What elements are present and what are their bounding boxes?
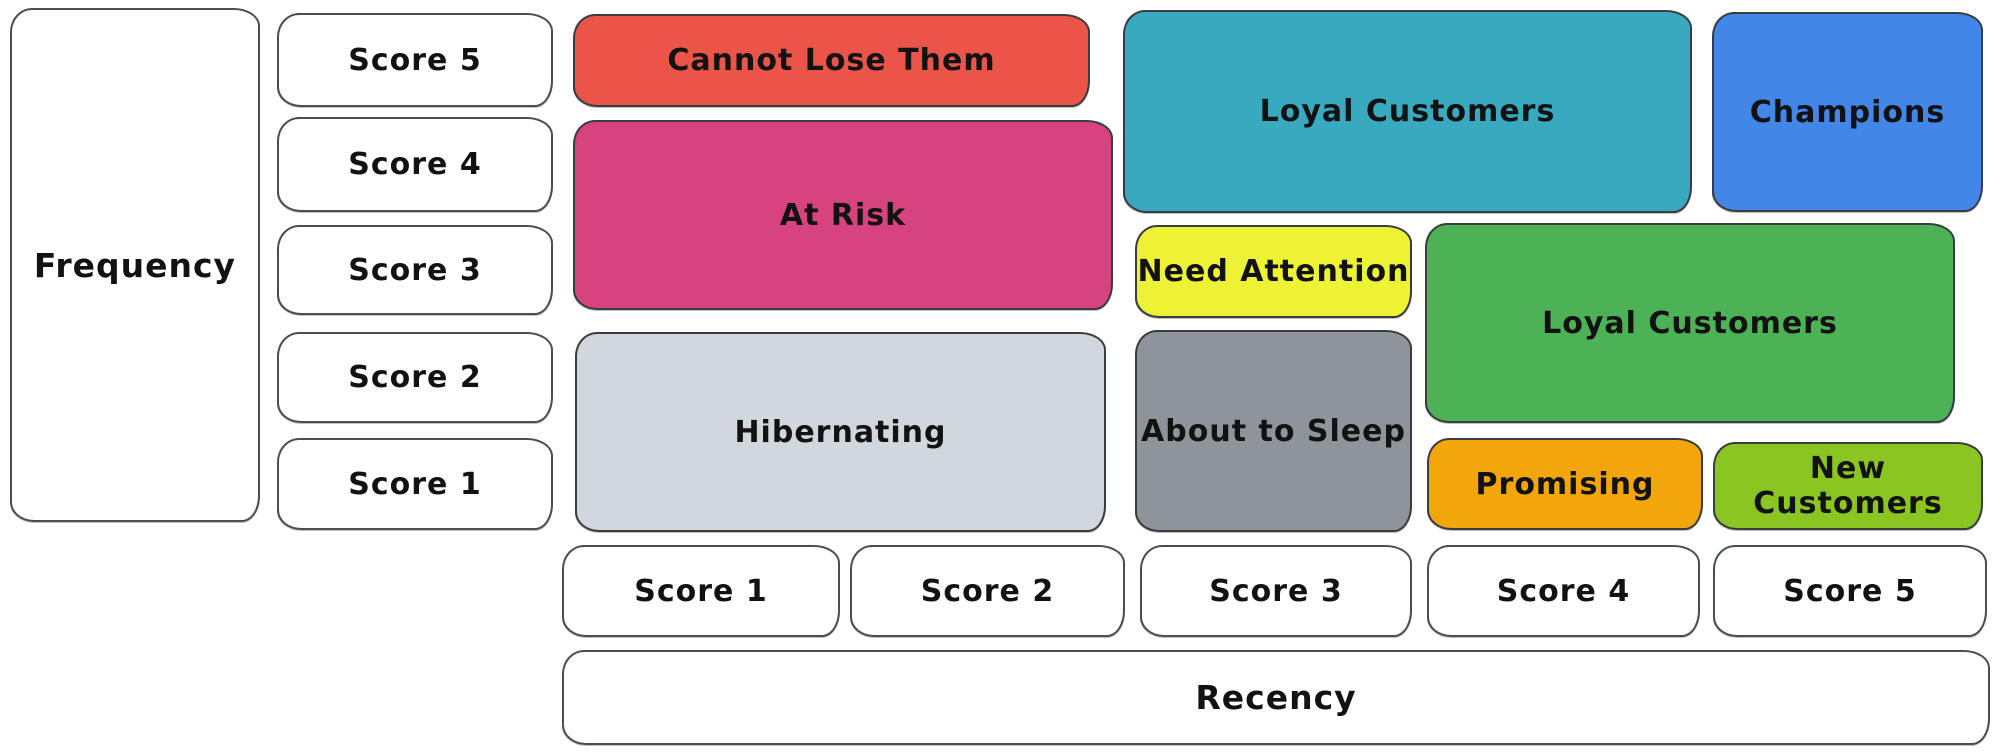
frequency-score-2: Score 2 — [277, 332, 553, 423]
recency-score-4: Score 4 — [1427, 545, 1700, 637]
recency-score-3: Score 3 — [1140, 545, 1412, 637]
segment-label: Hibernating — [734, 414, 947, 450]
recency-score-1: Score 1 — [562, 545, 840, 637]
segment-champions: Champions — [1712, 12, 1983, 212]
segment-cannot-lose-them: Cannot Lose Them — [573, 14, 1090, 107]
frequency-score-3: Score 3 — [277, 225, 553, 315]
segment-label: Champions — [1749, 94, 1946, 130]
recency-score-2-label: Score 2 — [920, 573, 1055, 609]
recency-score-5-label: Score 5 — [1783, 573, 1917, 609]
segment-label: Need Attention — [1137, 254, 1410, 289]
segment-need-attention: Need Attention — [1135, 225, 1412, 318]
frequency-axis-label: Frequency — [33, 245, 237, 285]
recency-score-3-label: Score 3 — [1209, 573, 1343, 609]
frequency-axis-box: Frequency — [10, 8, 260, 522]
recency-axis-label: Recency — [1195, 678, 1357, 717]
segment-at-risk: At Risk — [573, 120, 1113, 310]
segment-label: At Risk — [779, 197, 907, 233]
frequency-score-5-label: Score 5 — [348, 42, 482, 78]
frequency-score-3-label: Score 3 — [348, 252, 482, 288]
recency-score-4-label: Score 4 — [1496, 573, 1631, 609]
recency-axis-box: Recency — [562, 650, 1990, 745]
segment-label: Loyal Customers — [1542, 305, 1838, 341]
recency-score-5: Score 5 — [1713, 545, 1987, 637]
segment-loyal-customers-top: Loyal Customers — [1123, 10, 1692, 213]
frequency-score-1: Score 1 — [277, 438, 553, 530]
segment-label: About to Sleep — [1141, 413, 1406, 449]
segment-label: New Customers — [1753, 451, 1943, 521]
frequency-score-4-label: Score 4 — [348, 147, 482, 182]
segment-new-customers: New Customers — [1713, 442, 1983, 530]
segment-about-to-sleep: About to Sleep — [1135, 330, 1412, 532]
frequency-score-2-label: Score 2 — [348, 360, 482, 395]
segment-hibernating: Hibernating — [575, 332, 1106, 532]
frequency-score-4: Score 4 — [277, 117, 553, 212]
segment-label: Cannot Lose Them — [667, 43, 996, 78]
frequency-score-1-label: Score 1 — [348, 466, 482, 502]
recency-score-1-label: Score 1 — [634, 573, 768, 609]
segment-label: Promising — [1475, 466, 1655, 502]
segment-promising: Promising — [1427, 438, 1703, 530]
segment-label: Loyal Customers — [1259, 94, 1556, 129]
segment-loyal-customers-mid: Loyal Customers — [1425, 223, 1955, 423]
frequency-score-5: Score 5 — [277, 13, 553, 107]
recency-score-2: Score 2 — [850, 545, 1125, 637]
